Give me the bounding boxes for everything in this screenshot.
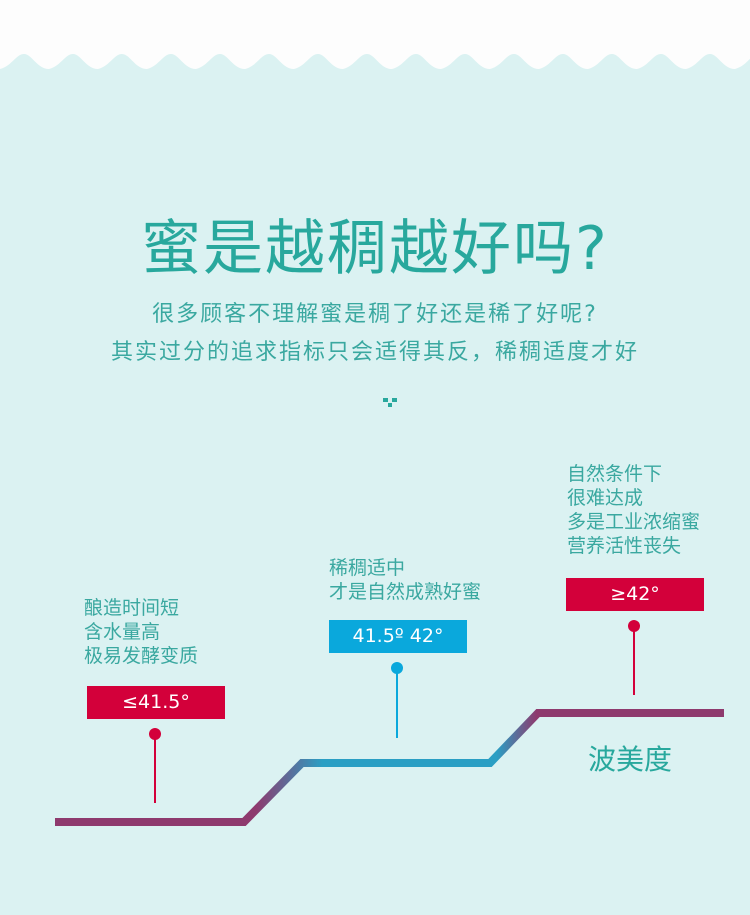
stage-3-badge: ≥42° [566, 578, 704, 611]
note-line: 极易发酵变质 [84, 645, 199, 667]
note-line: 很难达成 [567, 487, 644, 509]
axis-label: 波美度 [588, 743, 673, 776]
note-line: 酿造时间短 [84, 597, 180, 619]
wave-header [0, 0, 750, 80]
divider-icon [383, 398, 397, 407]
stage-2-note: 稀稠适中 才是自然成熟好蜜 [329, 556, 481, 604]
stage-1-note: 酿造时间短 含水量高 极易发酵变质 [84, 596, 198, 668]
note-line: 自然条件下 [567, 463, 663, 485]
note-line: 稀稠适中 [329, 557, 406, 579]
note-line: 营养活性丧失 [567, 535, 682, 557]
note-line: 多是工业浓缩蜜 [567, 511, 701, 533]
subtitle-line-1: 很多顾客不理解蜜是稠了好还是稀了好呢? [152, 302, 598, 327]
stage-1-badge: ≤41.5° [87, 686, 225, 719]
level-line [55, 709, 724, 826]
note-line: 才是自然成熟好蜜 [329, 581, 482, 603]
stage-3-note: 自然条件下 很难达成 多是工业浓缩蜜 营养活性丧失 [567, 462, 700, 558]
page-title: 蜜是越稠越好吗? [141, 214, 609, 284]
subtitle-line-2: 其实过分的追求指标只会适得其反，稀稠适度才好 [110, 340, 639, 365]
stage-2-badge: 41.5º 42° [329, 620, 467, 653]
note-line: 含水量高 [84, 621, 161, 643]
